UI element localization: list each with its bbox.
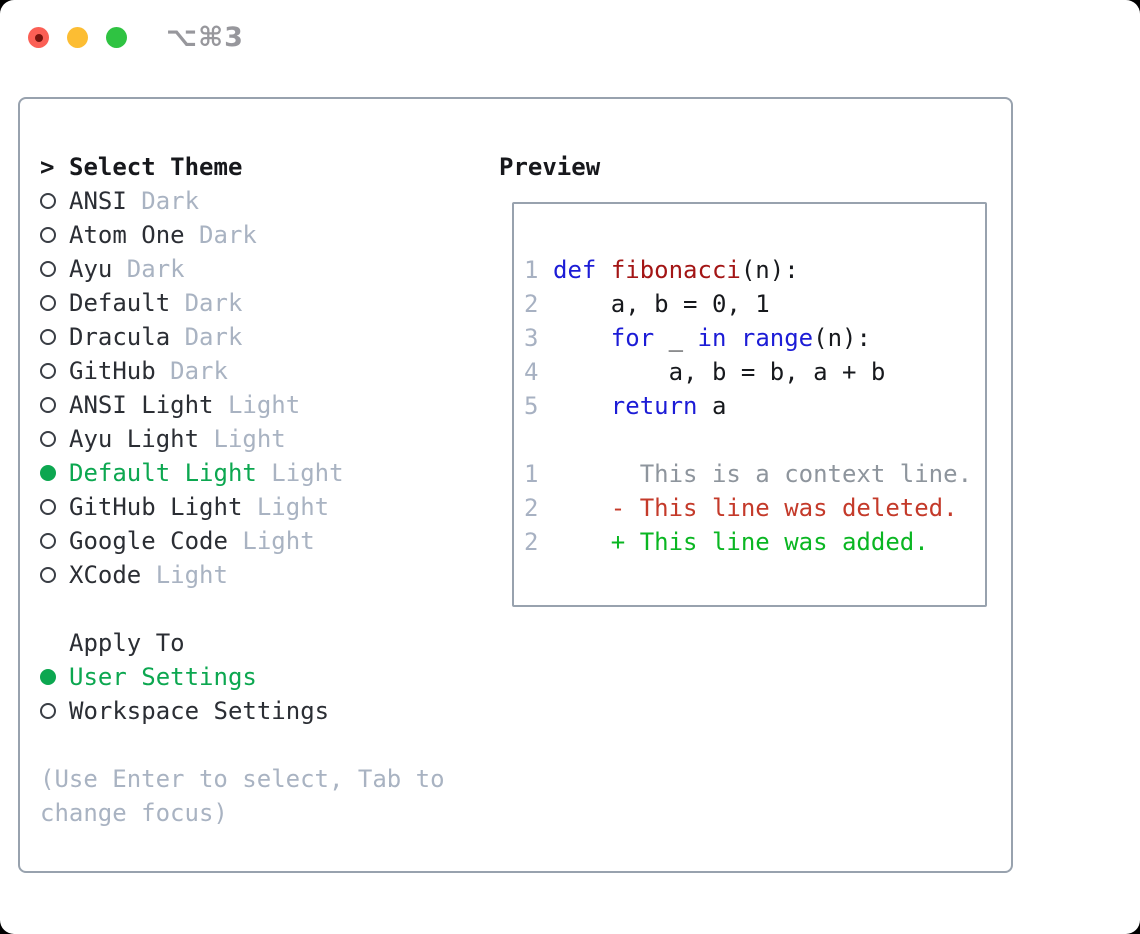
line-number: 4 [524,358,539,386]
select-theme-header: > Select Theme [40,150,445,184]
radio-unselected-icon [40,567,56,583]
zoom-button[interactable] [106,27,127,48]
diff-context-line: 1 This is a context line. [524,457,985,491]
apply-to-option-workspace-settings[interactable]: Workspace Settings [40,694,445,728]
code-line-3: 3 for _ in range(n): [524,321,985,355]
line-number: 2 [524,528,539,556]
theme-variant-tag: Light [141,561,228,589]
radio-unselected-icon [40,295,56,311]
theme-option-ayu-light[interactable]: Ayu Light Light [40,422,445,456]
theme-variant-tag: Light [242,493,330,521]
theme-variant-tag: Light [256,459,344,487]
apply-to-header: Apply To [40,626,445,660]
line-number: 2 [524,290,539,318]
radio-unselected-icon [40,193,56,209]
radio-unselected-icon [40,329,56,345]
theme-option-ansi-light[interactable]: ANSI Light Light [40,388,445,422]
option-label: Workspace Settings [69,697,330,725]
theme-variant-tag: Dark [170,289,243,317]
theme-option-github-light[interactable]: GitHub Light Light [40,490,445,524]
radio-selected-icon [40,465,56,481]
theme-variant-tag: Dark [184,221,257,249]
line-number: 3 [524,324,539,352]
close-button-dot-icon [34,33,43,42]
diff-deleted-line: 2 - This line was deleted. [524,491,985,525]
theme-variant-tag: Dark [155,357,228,385]
apply-to-title: Apply To [69,629,185,657]
window-title: ⌥⌘3 [166,22,244,53]
hint-text-line-1: (Use Enter to select, Tab to [40,765,445,793]
select-theme-title: Select Theme [69,153,243,181]
radio-unselected-icon [40,397,56,413]
apply-to-option-user-settings[interactable]: User Settings [40,660,445,694]
theme-option-ayu[interactable]: Ayu Dark [40,252,445,286]
option-label: Dracula [69,323,171,351]
theme-variant-tag: Dark [126,187,200,215]
line-number: 1 [524,460,539,488]
option-label: Google Code [69,527,228,555]
option-label: Default Light [69,459,257,487]
minimize-button[interactable] [67,27,88,48]
radio-unselected-icon [40,499,56,515]
theme-option-default-light[interactable]: Default Light Light [40,456,445,490]
theme-variant-tag: Light [199,425,286,453]
code-line-2: 2 a, b = 0, 1 [524,287,985,321]
code-line-4: 4 a, b = b, a + b [524,355,985,389]
radio-unselected-icon [40,703,56,719]
diff-added-line: 2 + This line was added. [524,525,985,559]
option-label: GitHub [69,357,156,385]
option-label: XCode [69,561,142,589]
option-label: ANSI [69,187,127,215]
blank-line [524,423,985,457]
line-number: 5 [524,392,539,420]
theme-option-atom-one[interactable]: Atom One Dark [40,218,445,252]
theme-option-dracula[interactable]: Dracula Dark [40,320,445,354]
preview-title: Preview [499,153,601,181]
theme-option-xcode[interactable]: XCode Light [40,558,445,592]
close-button[interactable] [28,27,49,48]
theme-variant-tag: Dark [112,255,185,283]
option-label: GitHub Light [69,493,243,521]
theme-option-github[interactable]: GitHub Dark [40,354,445,388]
option-label: User Settings [69,663,257,691]
radio-unselected-icon [40,431,56,447]
radio-unselected-icon [40,261,56,277]
theme-option-default[interactable]: Default Dark [40,286,445,320]
radio-unselected-icon [40,227,56,243]
radio-unselected-icon [40,363,56,379]
option-label: Ayu [69,255,113,283]
option-label: Atom One [69,221,185,249]
theme-variant-tag: Dark [170,323,243,351]
focus-prompt-icon: > [40,153,55,181]
code-line-5: 5 return a [524,389,985,423]
option-label: Ayu Light [69,425,200,453]
option-label: Default [69,289,171,317]
option-label: ANSI Light [69,391,214,419]
radio-selected-icon [40,669,56,685]
hint-text-line-2: change focus) [40,799,228,827]
theme-variant-tag: Light [227,527,315,555]
line-number: 2 [524,494,539,522]
theme-option-google-code[interactable]: Google Code Light [40,524,445,558]
theme-variant-tag: Light [213,391,301,419]
theme-option-ansi[interactable]: ANSI Dark [40,184,445,218]
radio-unselected-icon [40,533,56,549]
line-number: 1 [524,256,539,284]
